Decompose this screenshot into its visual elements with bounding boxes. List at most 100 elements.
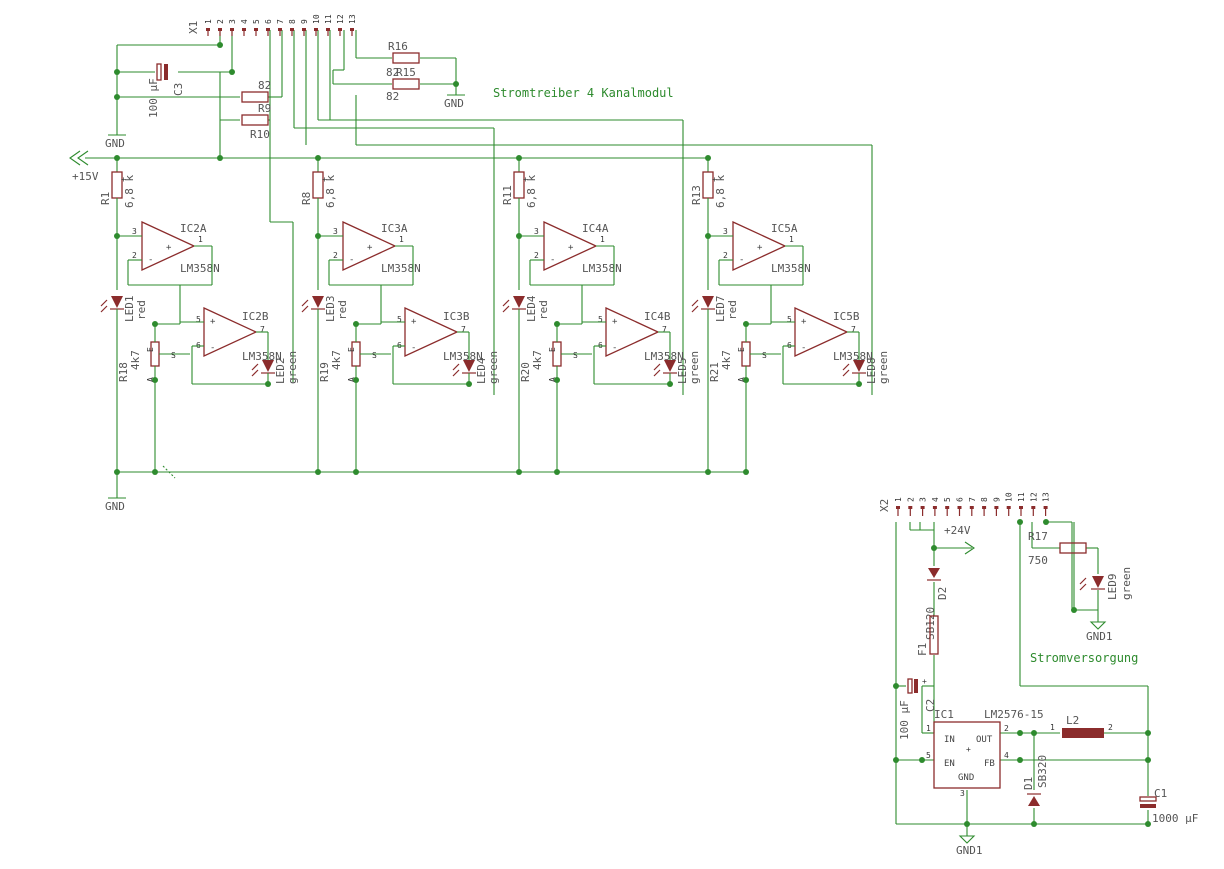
pot-name: R18	[117, 362, 130, 382]
d1-type: SB320	[1036, 755, 1049, 788]
x2-pin: 7	[968, 497, 977, 516]
l2-pin2: 2	[1108, 723, 1113, 732]
v15-label: +15V	[72, 170, 99, 183]
resistor-name: R1	[99, 192, 112, 205]
x1-pin-number: 9	[300, 19, 309, 24]
resistor-value: 6,8 k	[525, 175, 538, 208]
opamp-a-type: LM358N	[180, 262, 220, 275]
pot-letter-e: E	[548, 347, 557, 352]
opamp-a-name: IC4A	[582, 222, 609, 235]
ic1-pin-fb: FB	[984, 759, 995, 769]
resistor-plus-mark: +	[121, 175, 126, 184]
opamp-b-type: LM358N	[443, 350, 483, 363]
x2-pin-number: 4	[931, 497, 940, 502]
pot-value: 4k7	[720, 350, 733, 370]
pot-letter-a: A	[548, 377, 557, 382]
opamp-b-type: LM358N	[644, 350, 684, 363]
opamp-a-name: IC2A	[180, 222, 207, 235]
led-green-color: green	[688, 351, 701, 384]
r15-value: 82	[386, 90, 399, 103]
pot-name: R20	[519, 362, 532, 382]
ic1-pinno-3: 3	[960, 789, 965, 798]
pot-letter-e: E	[347, 347, 356, 352]
supply-15v-symbol: +15V	[69, 150, 99, 183]
x2-pin-number: 13	[1042, 492, 1051, 502]
x2-pin-number: 2	[906, 497, 915, 502]
pot-value: 4k7	[531, 350, 544, 370]
ic1-pinno-5: 5	[926, 751, 931, 760]
led-green-color: green	[487, 351, 500, 384]
opamp-pin: 7	[461, 325, 466, 334]
r16-value: 82	[386, 66, 399, 79]
led-red-name: LED1	[123, 296, 136, 323]
module-title-note: Stromtreiber 4 Kanalmodul	[493, 86, 674, 100]
top-wiring	[85, 30, 873, 395]
opamp-plus: +	[568, 243, 574, 253]
x2-pin: 6	[956, 497, 965, 516]
resistor-plus-mark: +	[712, 175, 717, 184]
x1-pin: 1	[204, 19, 213, 36]
d1-name: D1	[1022, 777, 1035, 790]
pot-value: 4k7	[330, 350, 343, 370]
x1-pin: 4	[240, 19, 249, 36]
opamp-a-name: IC5A	[771, 222, 798, 235]
x1-pin-number: 7	[276, 19, 285, 24]
led-red-name: LED7	[714, 296, 727, 323]
capacitor-c3: C3 100 µF	[147, 63, 185, 118]
x2-pin: 8	[980, 497, 989, 516]
x2-pin: 10	[1005, 492, 1014, 516]
x1-pin: 7	[276, 19, 285, 36]
x2-pin: 9	[992, 497, 1001, 516]
r17-name: R17	[1028, 530, 1048, 543]
x1-pin: 12	[336, 14, 345, 36]
opamp-plus: +	[210, 317, 216, 327]
opamp-pin: 5	[397, 315, 402, 324]
pot-letter-e: E	[737, 347, 746, 352]
pot-letter-s: S	[573, 351, 578, 360]
resistor-name: R8	[300, 192, 313, 205]
x2-pin-number: 3	[919, 497, 928, 502]
ic1-pinno-4: 4	[1004, 751, 1009, 760]
opamp-pin: 2	[333, 251, 338, 260]
led-red-color: red	[726, 300, 739, 320]
x2-pin: 13	[1042, 492, 1051, 516]
x1-pin-number: 10	[312, 14, 321, 24]
x1-label: X1	[187, 21, 200, 34]
ic1-name: IC1	[934, 708, 954, 721]
x1-pin: 11	[324, 14, 333, 36]
power-title-note: Stromversorgung	[1030, 651, 1138, 665]
x2-label: X2	[878, 499, 891, 512]
gnd1-label-led: GND1	[1086, 630, 1113, 643]
top-junctions	[114, 42, 459, 161]
v24-label: +24V	[944, 524, 971, 537]
resistor-value: 6,8 k	[123, 175, 136, 208]
r15-name: R15	[396, 66, 416, 79]
r9-value: 82	[258, 79, 271, 92]
pot-letter-s: S	[171, 351, 176, 360]
opamp-plus: +	[166, 243, 172, 253]
pot-letter-a: A	[146, 377, 155, 382]
x2-pin: 5	[943, 497, 952, 516]
ic1-type: LM2576-15	[984, 708, 1044, 721]
opamp-a-type: LM358N	[582, 262, 622, 275]
pot-value: 4k7	[129, 350, 142, 370]
x1-pin-number: 3	[228, 19, 237, 24]
opamp-minus: -	[349, 255, 354, 265]
ic1-pin-en: EN	[944, 759, 955, 769]
opamp-b-name: IC4B	[644, 310, 671, 323]
d2-name: D2	[936, 587, 949, 600]
x2-pin-number: 10	[1005, 492, 1014, 502]
r17-value: 750	[1028, 554, 1048, 567]
x1-pin: 6	[264, 19, 273, 36]
x1-pin-number: 13	[348, 14, 357, 24]
resistor-value: 6,8 k	[324, 175, 337, 208]
c1-value: 1000 µF	[1152, 812, 1198, 825]
opamp-minus: -	[550, 255, 555, 265]
x1-pin-number: 11	[324, 14, 333, 24]
led-green-name: LED8	[865, 358, 878, 385]
